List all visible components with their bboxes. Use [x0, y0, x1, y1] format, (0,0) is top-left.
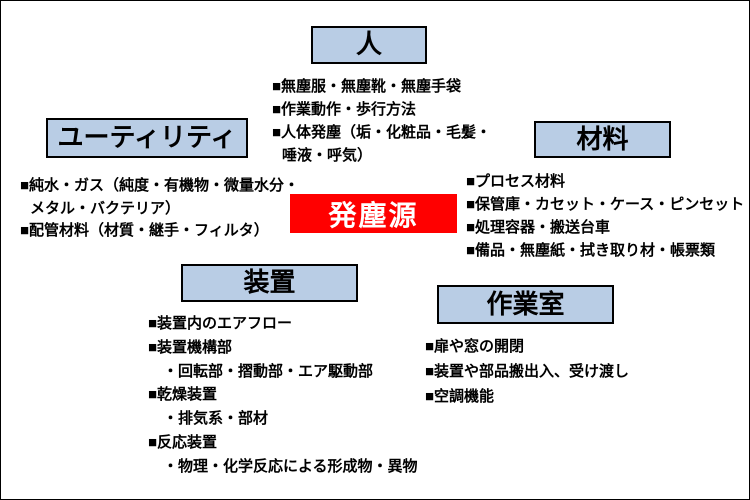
workroom-item-list: ■扉や窓の開閉 ■装置や部品搬出入、受け渡し ■空調機能 [425, 334, 629, 409]
list-item: ■装置機構部 [148, 338, 233, 356]
list-item: ■装置や部品搬出入、受け渡し [425, 363, 630, 380]
list-item: ■作業動作・歩行方法 [272, 101, 417, 118]
category-title-utility: ユーティリティ [57, 122, 237, 152]
category-box-workroom: 作業室 [437, 285, 614, 324]
equipment-item-list: ■装置内のエアフロー ■装置機構部 ・回転部・摺動部・エア駆動部 ■乾燥装置 ・… [148, 312, 418, 479]
center-dust-source-box: 発塵源 [290, 194, 457, 233]
list-item: ■扉や窓の開閉 [425, 338, 525, 355]
list-item: ■装置内のエアフロー [148, 315, 293, 332]
list-item: ■反応装置 [148, 433, 218, 451]
list-item: ■配管材料（材質・継手・フィルタ） [20, 222, 269, 239]
category-box-person: 人 [311, 26, 427, 64]
category-title-workroom: 作業室 [486, 288, 565, 319]
list-item: ■純水・ガス（純度・有機物・微量水分・ [20, 177, 300, 194]
list-item: ■乾燥装置 [148, 386, 218, 404]
list-item: ■人体発塵（垢・化粧品・毛髪・ [272, 124, 492, 141]
category-title-material: 材料 [576, 123, 629, 154]
category-box-utility: ユーティリティ [46, 118, 248, 158]
list-item: ・物理・化学反応による形成物・異物 [163, 457, 418, 475]
category-box-material: 材料 [534, 121, 671, 158]
material-item-list: ■プロセス材料 ■保管庫・カセット・ケース・ピンセット ■処理容器・搬送台車 ■… [466, 170, 744, 262]
category-title-person: 人 [355, 29, 382, 59]
list-item: ・回転部・摺動部・エア駆動部 [163, 362, 374, 380]
list-item: ■無塵服・無塵靴・無塵手袋 [272, 78, 462, 95]
list-item: ■処理容器・搬送台車 [466, 219, 611, 236]
list-item: 唾液・呼気） [282, 147, 373, 164]
center-dust-source-label: 発塵源 [328, 199, 419, 231]
list-item: ■保管庫・カセット・ケース・ピンセット [466, 196, 745, 213]
category-box-equipment: 装置 [181, 264, 358, 302]
person-item-list: ■無塵服・無塵靴・無塵手袋 ■作業動作・歩行方法 ■人体発塵（垢・化粧品・毛髪・… [272, 75, 491, 167]
category-title-equipment: 装置 [243, 267, 296, 297]
utility-item-list: ■純水・ガス（純度・有機物・微量水分・ メタル・バクテリア） ■配管材料（材質・… [20, 175, 299, 243]
list-item: ■プロセス材料 [466, 173, 566, 190]
list-item: ■空調機能 [425, 388, 495, 405]
list-item: ・排気系・部材 [163, 410, 269, 428]
list-item: ■備品・無塵紙・拭き取り材・帳票類 [466, 242, 716, 259]
list-item: メタル・バクテリア） [30, 199, 181, 217]
